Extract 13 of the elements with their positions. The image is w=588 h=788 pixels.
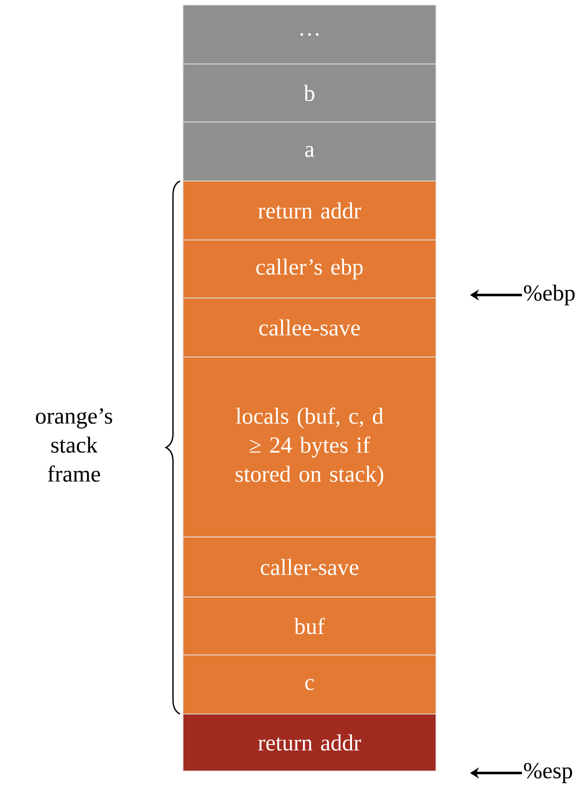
- register-label: %ebp: [524, 284, 575, 306]
- stack-slot: …: [182, 4, 436, 64]
- stack-slot: caller’s ebp: [182, 240, 436, 298]
- stack-slot: return addr: [182, 180, 436, 240]
- stack-slot: caller-save: [182, 536, 436, 598]
- stack-slot: c: [182, 654, 436, 714]
- stack-slot: buf: [182, 596, 436, 656]
- stack-slot: a: [182, 122, 436, 182]
- stack-slot: b: [182, 64, 436, 122]
- stack-slot: callee-save: [182, 298, 436, 358]
- register-label: %esp: [524, 762, 572, 784]
- stack-slot: return addr: [182, 714, 436, 772]
- frame-label: orange’s stack frame: [36, 408, 112, 482]
